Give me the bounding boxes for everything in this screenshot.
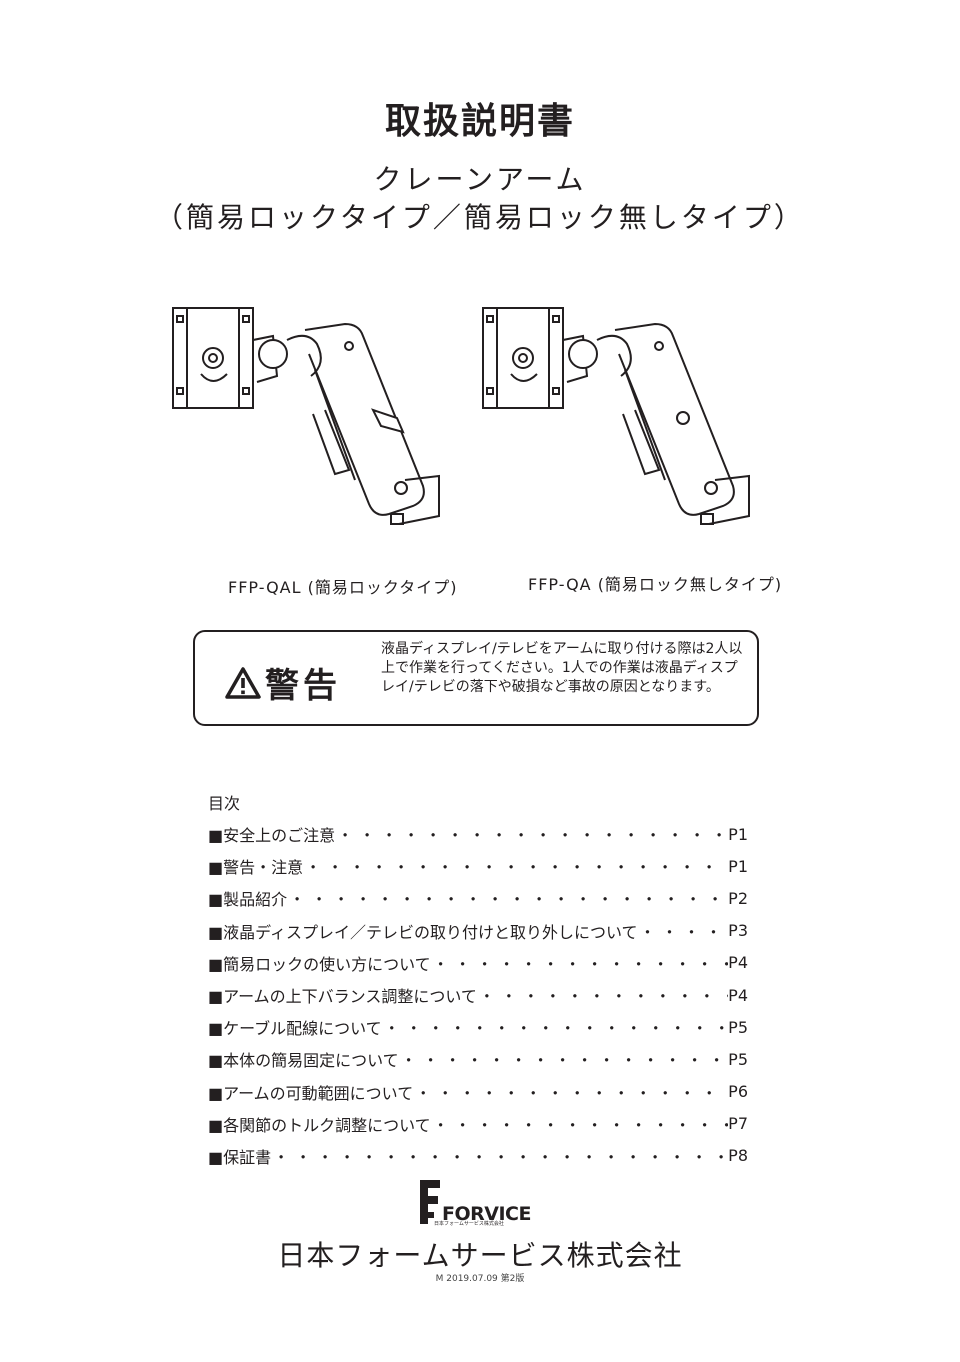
toc-item-balance[interactable]: ■アームの上下バランス調整について・・・・・・・・・・・・・・・P4 [208,979,748,1011]
product-name: クレーンアーム [373,163,587,196]
toc-label: ■各関節のトルク調整について [208,1115,431,1135]
warning-text: 液晶ディスプレイ/テレビをアームに取り付ける際は2人以上で作業を行ってください。… [381,641,743,695]
toc-item-safety[interactable]: ■安全上のご注意・・・・・・・・・・・・・・・・・・・・・・・P1 [208,818,748,850]
toc-page: P1 [728,856,748,876]
toc-page: P4 [728,985,748,1005]
toc-item-warning[interactable]: ■警告・注意・・・・・・・・・・・・・・・・・・・・・・・P1 [208,850,748,882]
toc-page: P5 [728,1049,748,1069]
toc-label: ■安全上のご注意 [208,826,336,846]
company-name: 日本フォームサービス株式会社 [277,1239,683,1272]
toc-label: ■製品紹介 [208,890,288,910]
edition-info: M 2019.07.09 第2版 [435,1274,525,1284]
toc-page: P1 [728,824,748,844]
toc-page: P2 [728,888,748,908]
toc-label: ■アームの上下バランス調整について [208,987,477,1007]
product-caption-no-lock: FFP-QA (簡易ロック無しタイプ) [528,575,783,594]
toc-item-torque[interactable]: ■各関節のトルク調整について・・・・・・・・・・・・・・・・・・P7 [208,1108,748,1140]
toc-item-lock-usage[interactable]: ■簡易ロックの使い方について・・・・・・・・・・・・・・・・・・・P4 [208,947,748,979]
warning-box: 警告 液晶ディスプレイ/テレビをアームに取り付ける際は2人以上で作業を行ってくだ… [193,630,759,726]
toc-item-range[interactable]: ■アームの可動範囲について・・・・・・・・・・・・・・・・・・P6 [208,1076,748,1108]
toc-item-cable[interactable]: ■ケーブル配線について・・・・・・・・・・・・・・・・・・・・P5 [208,1011,748,1043]
toc-label: ■液晶ディスプレイ／テレビの取り付けと取り外しについて [208,922,638,942]
toc-page: P8 [728,1146,748,1166]
toc-label: ■本体の簡易固定について [208,1051,399,1071]
document-title: 取扱説明書 [384,101,575,142]
toc-label: ■簡易ロックの使い方について [208,954,431,974]
toc-page: P6 [728,1082,748,1102]
company-logo: FORVICE [420,1180,531,1224]
warning-triangle-icon [225,666,261,699]
logo-subtext: 日本フォームサービス株式会社 [434,1221,504,1227]
forvice-mark-icon [420,1180,440,1224]
toc-page: P7 [728,1114,748,1134]
toc-item-warranty[interactable]: ■保証書・・・・・・・・・・・・・・・・・・・・・・・・P8 [208,1140,748,1172]
toc-leader: ・・・・・・・・・・・・・・・・・・・・・・・ [305,858,728,878]
product-variants: （簡易ロックタイプ／簡易ロック無しタイプ） [155,201,805,234]
arm-illustration-lock [172,307,440,525]
toc-leader: ・・・・・・・・・・・・・・・・・・ [415,1083,728,1103]
table-of-contents: ■安全上のご注意・・・・・・・・・・・・・・・・・・・・・・・P1 ■警告・注意… [208,818,748,1172]
logo-brand: FORVICE [442,1203,531,1225]
toc-leader: ・・・・・・・・・・・・・・・・・・ [432,1115,729,1135]
toc-leader: ・・・・・・・・・・・・・・・・・・・・・・・ [337,826,728,846]
toc-label: ■警告・注意 [208,858,304,878]
toc-leader: ・・・・・・・・・・・・・・・ [478,987,728,1007]
toc-label: ■ケーブル配線について [208,1019,382,1039]
toc-page: P5 [728,1017,748,1037]
toc-page: P3 [728,921,748,941]
warning-heading: 警告 [265,666,341,706]
toc-leader: ・・・・・・・・・・・・・・・・・・・ [432,954,729,974]
toc-leader: ・・・・・・・・・・・・・・・・・・・・・・・・ [273,1147,728,1167]
toc-page: P4 [728,953,748,973]
toc-item-products[interactable]: ■製品紹介・・・・・・・・・・・・・・・・・・・・・・・P2 [208,882,748,914]
warning-heading-group: 警告 [225,658,341,707]
toc-label: ■アームの可動範囲について [208,1083,414,1103]
toc-leader: ・・・・・・・・・・・・・・・・・・・ [400,1051,729,1071]
product-caption-lock: FFP-QAL (簡易ロックタイプ) [228,578,458,597]
toc-leader: ・・・・・ [639,922,729,942]
arm-illustration-no-lock [482,307,750,525]
toc-leader: ・・・・・・・・・・・・・・・・・・・・・・・ [289,890,729,910]
toc-heading: 目次 [208,794,241,813]
toc-label: ■保証書 [208,1147,272,1167]
toc-item-fixing[interactable]: ■本体の簡易固定について・・・・・・・・・・・・・・・・・・・P5 [208,1043,748,1075]
toc-item-mounting[interactable]: ■液晶ディスプレイ／テレビの取り付けと取り外しについて・・・・・P3 [208,915,748,947]
toc-leader: ・・・・・・・・・・・・・・・・・・・・ [383,1019,728,1039]
